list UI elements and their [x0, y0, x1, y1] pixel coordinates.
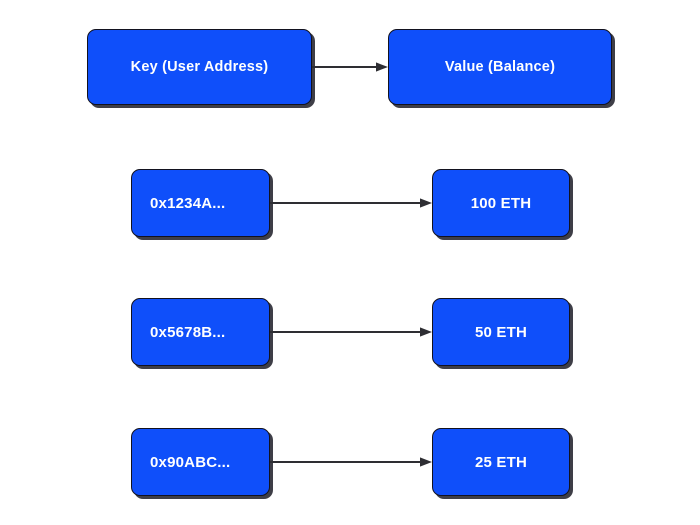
value-node: 25 ETH — [432, 428, 570, 496]
value-node: 100 ETH — [432, 169, 570, 237]
mapping-row: 0x90ABC... 25 ETH — [0, 428, 700, 500]
value-node: 50 ETH — [432, 298, 570, 366]
mapping-row: 0x1234A... 100 ETH — [0, 169, 700, 241]
mapping-arrow — [270, 198, 432, 208]
header-value-node: Value (Balance) — [388, 29, 612, 105]
key-node: 0x1234A... — [131, 169, 270, 237]
mapping-arrow — [270, 457, 432, 467]
mapping-row: 0x5678B... 50 ETH — [0, 298, 700, 370]
header-key-node: Key (User Address) — [87, 29, 312, 105]
mapping-arrow — [270, 327, 432, 337]
key-node: 0x90ABC... — [131, 428, 270, 496]
diagram-header-row: Key (User Address) Value (Balance) — [0, 29, 700, 109]
key-node: 0x5678B... — [131, 298, 270, 366]
header-arrow — [312, 62, 388, 72]
